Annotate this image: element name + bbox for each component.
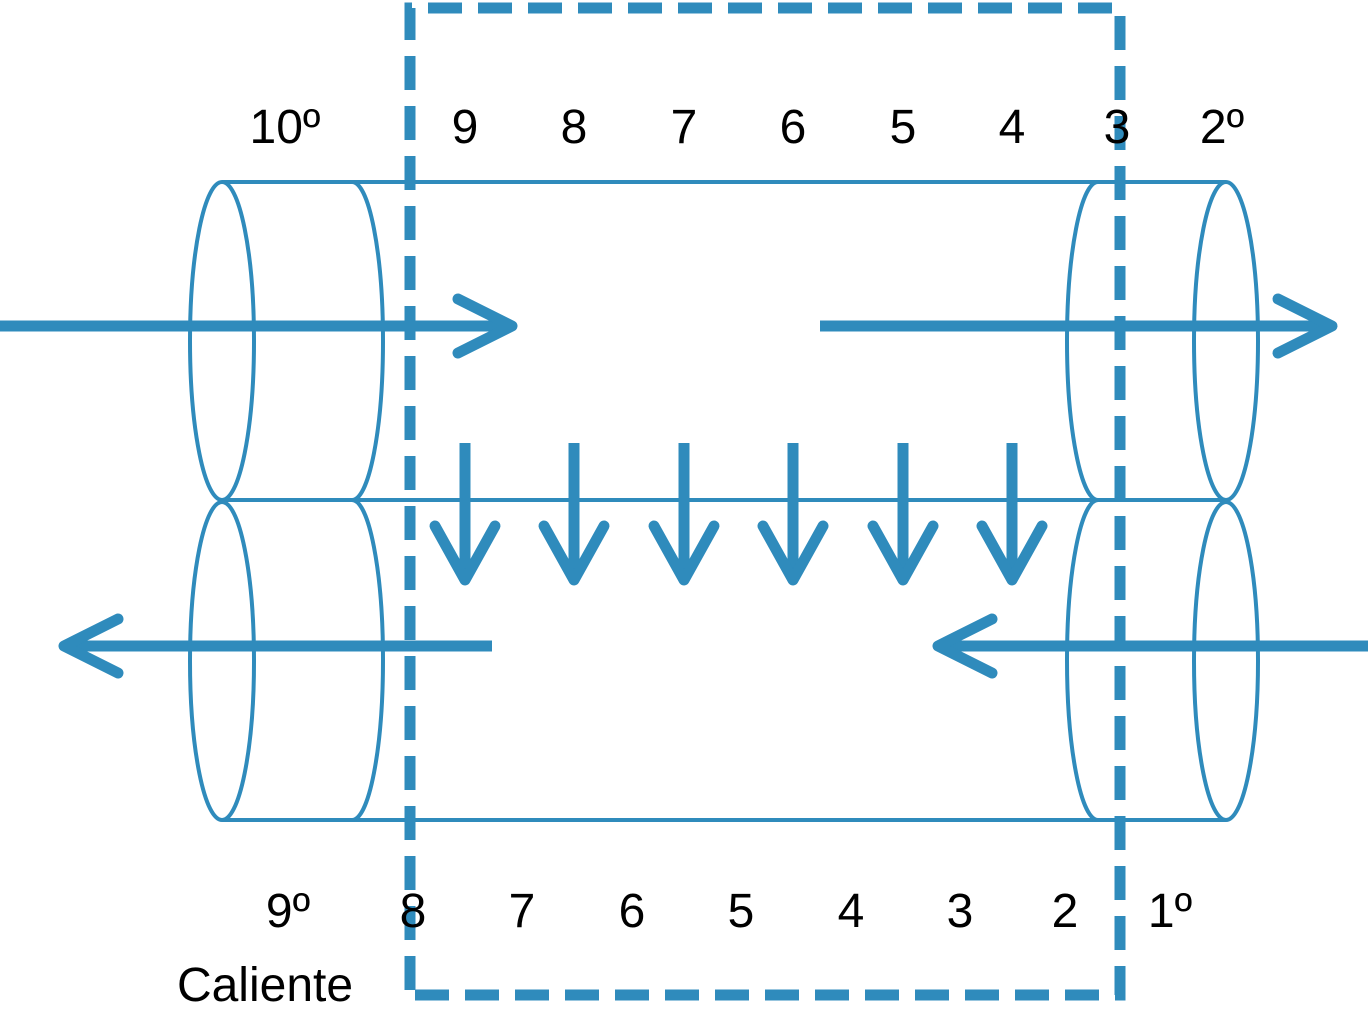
top-label: 3: [1104, 101, 1131, 154]
right-top-arc: [1065, 180, 1099, 502]
top-labels: 10º 9 8 7 6 5 4 3 2º: [250, 101, 1245, 154]
bottom-label: 2: [1052, 885, 1079, 938]
top-label: 9: [452, 101, 479, 154]
caption-caliente: Caliente: [177, 959, 353, 1012]
bottom-label: 4: [838, 885, 865, 938]
right-bottom-arc: [1065, 498, 1099, 822]
down-arrow: [976, 443, 1048, 586]
arrow-right-top-left: [0, 293, 518, 359]
bottom-label: 9º: [266, 885, 310, 938]
top-label: 4: [999, 101, 1026, 154]
arrow-right-top-right: [820, 293, 1338, 359]
bottom-label: 1º: [1148, 885, 1192, 938]
down-arrow: [429, 443, 501, 586]
top-label: 2º: [1200, 101, 1244, 154]
right-bottom-ellipse: [1192, 500, 1260, 822]
top-label: 8: [561, 101, 588, 154]
arrow-left-bottom-left: [58, 613, 492, 679]
bottom-label: 6: [619, 885, 646, 938]
dashed-boundary: [404, 2, 1126, 1001]
down-arrows: [429, 443, 1048, 586]
bottom-label: 3: [947, 885, 974, 938]
top-label: 5: [890, 101, 917, 154]
down-arrow: [757, 443, 829, 586]
right-top-ellipse: [1192, 180, 1260, 502]
top-label: 7: [671, 101, 698, 154]
top-label: 6: [780, 101, 807, 154]
left-bottom-ellipse: [188, 500, 256, 822]
bottom-label: 5: [728, 885, 755, 938]
left-top-arc: [351, 180, 385, 502]
bottom-label: 7: [509, 885, 536, 938]
down-arrow: [648, 443, 720, 586]
bottom-label: 8: [400, 885, 427, 938]
down-arrow: [538, 443, 610, 586]
left-top-ellipse: [188, 180, 256, 502]
down-arrow: [867, 443, 939, 586]
top-label: 10º: [250, 101, 321, 154]
bottom-labels: 9º 8 7 6 5 4 3 2 1º: [266, 885, 1192, 938]
flow-arrows: [0, 293, 1368, 679]
cylinders: [188, 180, 1260, 822]
left-bottom-arc: [351, 498, 385, 822]
arrow-left-bottom-right: [932, 613, 1368, 679]
